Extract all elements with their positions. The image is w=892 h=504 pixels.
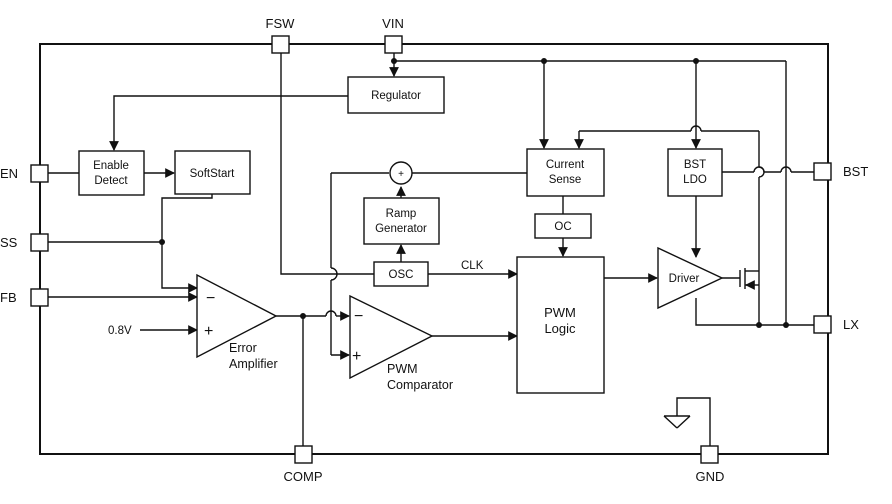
svg-text:+: +	[398, 169, 404, 180]
svg-text:−: −	[354, 308, 363, 325]
svg-text:EN: EN	[0, 166, 18, 181]
svg-text:+: +	[352, 348, 361, 365]
svg-text:BST: BST	[684, 159, 706, 171]
pin-en: EN	[0, 164, 49, 183]
svg-text:GND: GND	[696, 469, 725, 484]
clk-label: CLK	[461, 260, 484, 272]
pin-fsw: FSW	[266, 16, 296, 54]
error-amplifier: − + Error Amplifier	[196, 273, 278, 371]
svg-text:Generator: Generator	[375, 223, 427, 235]
svg-text:PWM: PWM	[387, 362, 418, 376]
pin-lx: LX	[813, 315, 859, 334]
junction-dots	[159, 58, 789, 328]
svg-text:LDO: LDO	[683, 174, 707, 186]
softstart-block: SoftStart	[174, 150, 251, 195]
svg-text:Detect: Detect	[94, 175, 128, 187]
summing-node: +	[389, 161, 413, 185]
svg-text:VIN: VIN	[382, 16, 404, 31]
svg-text:−: −	[206, 290, 215, 307]
ramp-generator-block: Ramp Generator	[363, 197, 440, 245]
pin-ss: SS	[0, 233, 49, 252]
vref-label: 0.8V	[108, 325, 132, 337]
svg-text:PWM: PWM	[544, 305, 576, 320]
svg-text:OSC: OSC	[389, 269, 414, 281]
svg-text:OC: OC	[554, 221, 571, 233]
svg-text:LX: LX	[843, 317, 859, 332]
driver: Driver	[657, 246, 724, 310]
svg-text:SoftStart: SoftStart	[190, 168, 236, 180]
svg-text:Amplifier: Amplifier	[229, 357, 278, 371]
svg-text:FSW: FSW	[266, 16, 296, 31]
enable-detect-block: Enable Detect	[78, 150, 145, 196]
pin-vin: VIN	[382, 16, 404, 54]
svg-text:SS: SS	[0, 235, 18, 250]
svg-text:Current: Current	[546, 159, 585, 171]
current-sense-block: Current Sense	[526, 148, 605, 197]
svg-text:BST: BST	[843, 164, 868, 179]
svg-text:FB: FB	[0, 290, 17, 305]
svg-text:Error: Error	[229, 341, 257, 355]
oc-block: OC	[534, 213, 592, 239]
pwm-logic-block: PWM Logic	[516, 256, 605, 394]
pwm-comparator: − + PWM Comparator	[349, 294, 453, 392]
svg-text:COMP: COMP	[284, 469, 323, 484]
pin-bst: BST	[813, 162, 868, 181]
osc-block: OSC	[373, 261, 429, 287]
pin-comp: COMP	[284, 445, 323, 484]
pin-gnd: GND	[696, 445, 725, 484]
svg-text:+: +	[204, 323, 213, 340]
svg-text:Logic: Logic	[544, 321, 576, 336]
svg-text:Driver: Driver	[669, 273, 700, 285]
svg-text:Regulator: Regulator	[371, 90, 421, 102]
svg-text:Ramp: Ramp	[386, 208, 417, 220]
svg-text:Sense: Sense	[549, 174, 582, 186]
bst-ldo-block: BST LDO	[667, 148, 723, 197]
pin-fb: FB	[0, 288, 49, 307]
wires	[48, 52, 814, 447]
svg-text:Comparator: Comparator	[387, 378, 453, 392]
svg-text:Enable: Enable	[93, 160, 129, 172]
regulator-block: Regulator	[347, 76, 445, 114]
